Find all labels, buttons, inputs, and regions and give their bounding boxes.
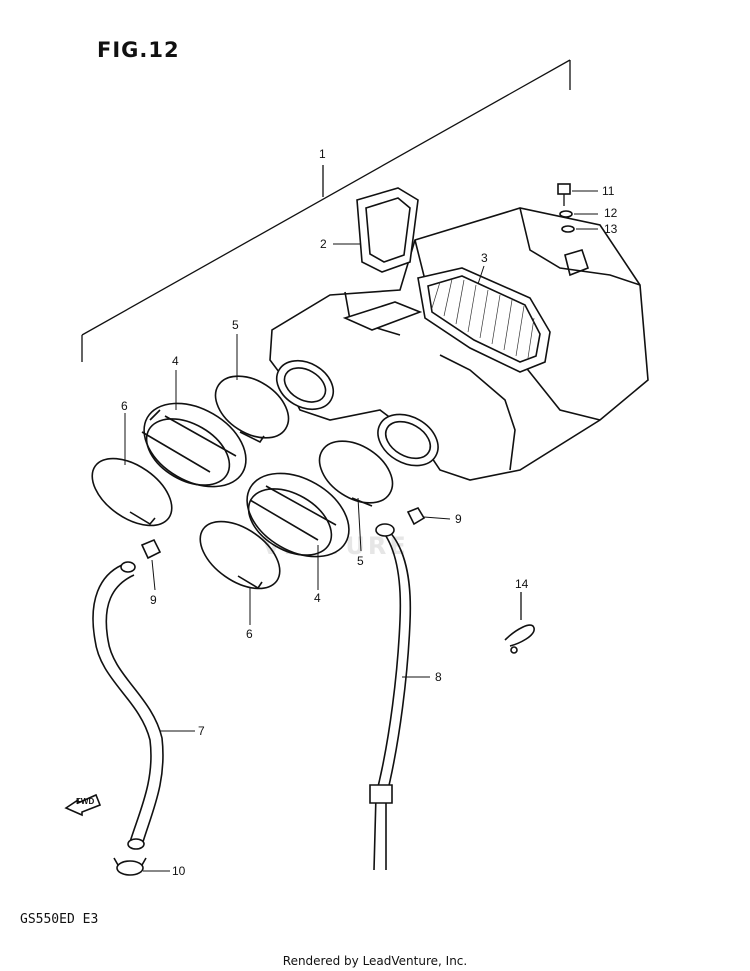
callout-14: 14 [515, 577, 529, 591]
callout-4-lower: 4 [314, 591, 321, 605]
clip-9-left [140, 538, 162, 560]
callout-3: 3 [481, 251, 488, 265]
hose-clamp-10 [113, 857, 147, 876]
callout-9-right: 9 [455, 512, 462, 526]
model-code: GS550ED E3 [20, 912, 99, 927]
callout-5-upper: 5 [232, 318, 239, 332]
intake-boot-upper [141, 402, 247, 488]
callout-9-left: 9 [150, 593, 157, 607]
clamp-band-6-upper [91, 457, 173, 527]
fwd-label: FWD [76, 797, 95, 806]
callout-12: 12 [604, 206, 618, 220]
callout-1: 1 [319, 147, 326, 161]
intake-boot-lower [246, 472, 350, 558]
clamp-band-6-lower [199, 520, 281, 590]
cover-part-2 [356, 187, 419, 273]
figure-title: FIG.12 [97, 38, 180, 62]
clamp-14 [504, 592, 535, 654]
washer-13 [561, 225, 575, 233]
breather-hose-8 [369, 523, 412, 871]
callout-4-upper: 4 [172, 354, 179, 368]
assembly-bracket [81, 59, 571, 362]
callout-8: 8 [435, 670, 442, 684]
callout-10: 10 [172, 864, 186, 878]
callout-2: 2 [320, 237, 327, 251]
drain-hose-7 [92, 561, 164, 850]
callout-13: 13 [604, 222, 618, 236]
callout-5-lower: 5 [357, 554, 364, 568]
callout-7: 7 [198, 724, 205, 738]
filter-element-part-3 [417, 267, 551, 373]
washer-12 [559, 210, 573, 218]
bolt-11 [557, 183, 571, 206]
clamp-band-5-upper [214, 375, 290, 444]
clamp-band-5-lower [318, 440, 394, 507]
leader-lines [124, 190, 598, 872]
callout-6-upper: 6 [121, 399, 128, 413]
clip-9-right [406, 507, 426, 526]
callout-6-lower: 6 [246, 627, 253, 641]
credit-line: Rendered by LeadVenture, Inc. [282, 954, 468, 968]
callout-11: 11 [602, 184, 615, 198]
fwd-arrow-icon [64, 793, 102, 817]
